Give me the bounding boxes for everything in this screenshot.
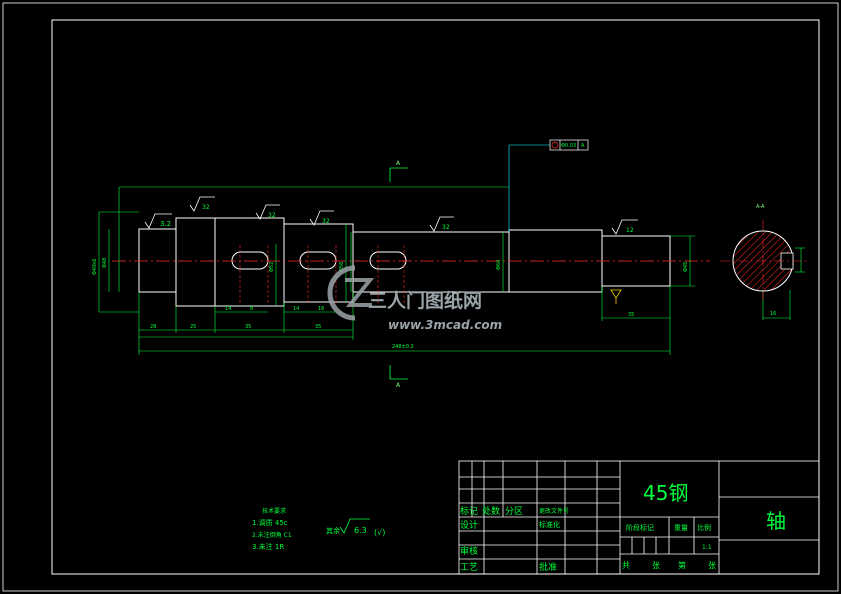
dim-len-right: 35 (628, 312, 634, 318)
scale-value: 1:1 (702, 544, 712, 551)
material-text: 45钢 (643, 481, 688, 505)
tolerance-frame (549, 139, 589, 151)
roughness-r6: 12 (626, 227, 634, 234)
dim-d-left2: Φ48 (102, 258, 108, 268)
label-scale: 比例 (697, 523, 711, 532)
dim-d-end: Φ45 (683, 262, 689, 272)
label-approve: 批准 (539, 561, 557, 573)
label-weight: 重量 (674, 524, 688, 532)
section-marker-top (389, 167, 408, 182)
datum-triangle (610, 289, 622, 299)
title-block (458, 460, 820, 575)
rough-suffix: (√) (374, 528, 385, 537)
roughness-r5: 32 (442, 224, 450, 231)
label-stage: 阶段标记 (626, 523, 654, 532)
label-doc: 更改文件号 (539, 507, 569, 515)
sheet-total: 共 (622, 561, 630, 570)
rough-symbol (339, 518, 370, 534)
roughness-r1: 3.2 (160, 220, 171, 228)
dim-len-g: 16 (318, 306, 324, 312)
dim-d-mid2: Φ56 (339, 262, 345, 272)
label-design: 设计 (460, 519, 478, 531)
inner-frame (51, 19, 820, 575)
tolerance-value: Φ0.03 (561, 143, 576, 149)
sheet-of: 张 (652, 561, 660, 570)
watermark-brand: 三人门图纸网 (368, 289, 482, 312)
dim-d-mid1: Φ52 (269, 262, 275, 272)
notes-line1: 1.调质 45c (252, 518, 288, 527)
section-label-bottom: A (396, 382, 401, 389)
dim-d-right: Φ60 (496, 260, 502, 270)
dim-len-b: 25 (190, 324, 196, 330)
roughness-r4: 32 (322, 218, 330, 225)
notes-line2: 2.未注倒角 C1 (252, 531, 292, 539)
rough-value: 6.3 (354, 526, 367, 535)
dim-len-total: 248±0.2 (392, 344, 414, 350)
dim-len-e: 8 (250, 306, 253, 312)
label-process: 工艺 (460, 562, 478, 573)
dim-len-h: 14 (293, 306, 299, 312)
roughness-symbols (144, 196, 638, 235)
label-standard: 标准化 (539, 520, 560, 529)
tolerance-datum: A (581, 143, 585, 149)
section-title: A-A (756, 204, 765, 210)
sheet-no: 第 (678, 560, 686, 570)
label-count: 处数 (482, 505, 500, 517)
dim-len-a: 28 (150, 324, 156, 330)
notes-heading: 技术要求 (262, 507, 286, 515)
dimension-lines (98, 144, 805, 355)
section-label-top: A (396, 160, 401, 167)
dim-len-f: 35 (315, 324, 321, 330)
roughness-r3: 32 (268, 212, 276, 219)
watermark-url: www.3mcad.com (388, 318, 502, 332)
notes-line3: 3.未注 1R (252, 542, 284, 551)
section-marker-bottom (389, 365, 408, 380)
dim-d-left: Φ40k6 (92, 259, 98, 275)
part-name: 轴 (766, 509, 786, 533)
label-zone: 分区 (505, 506, 523, 517)
section-dim: 16 (770, 311, 776, 317)
sheet-unit: 张 (708, 561, 716, 570)
roughness-r2: 32 (202, 204, 210, 211)
dim-len-c: 14 (225, 306, 231, 312)
dim-len-d: 35 (245, 324, 251, 330)
label-review: 审核 (460, 545, 478, 557)
label-mark: 标记 (460, 505, 478, 517)
watermark-logo (327, 265, 375, 321)
rough-prefix: 其余 (326, 526, 340, 535)
